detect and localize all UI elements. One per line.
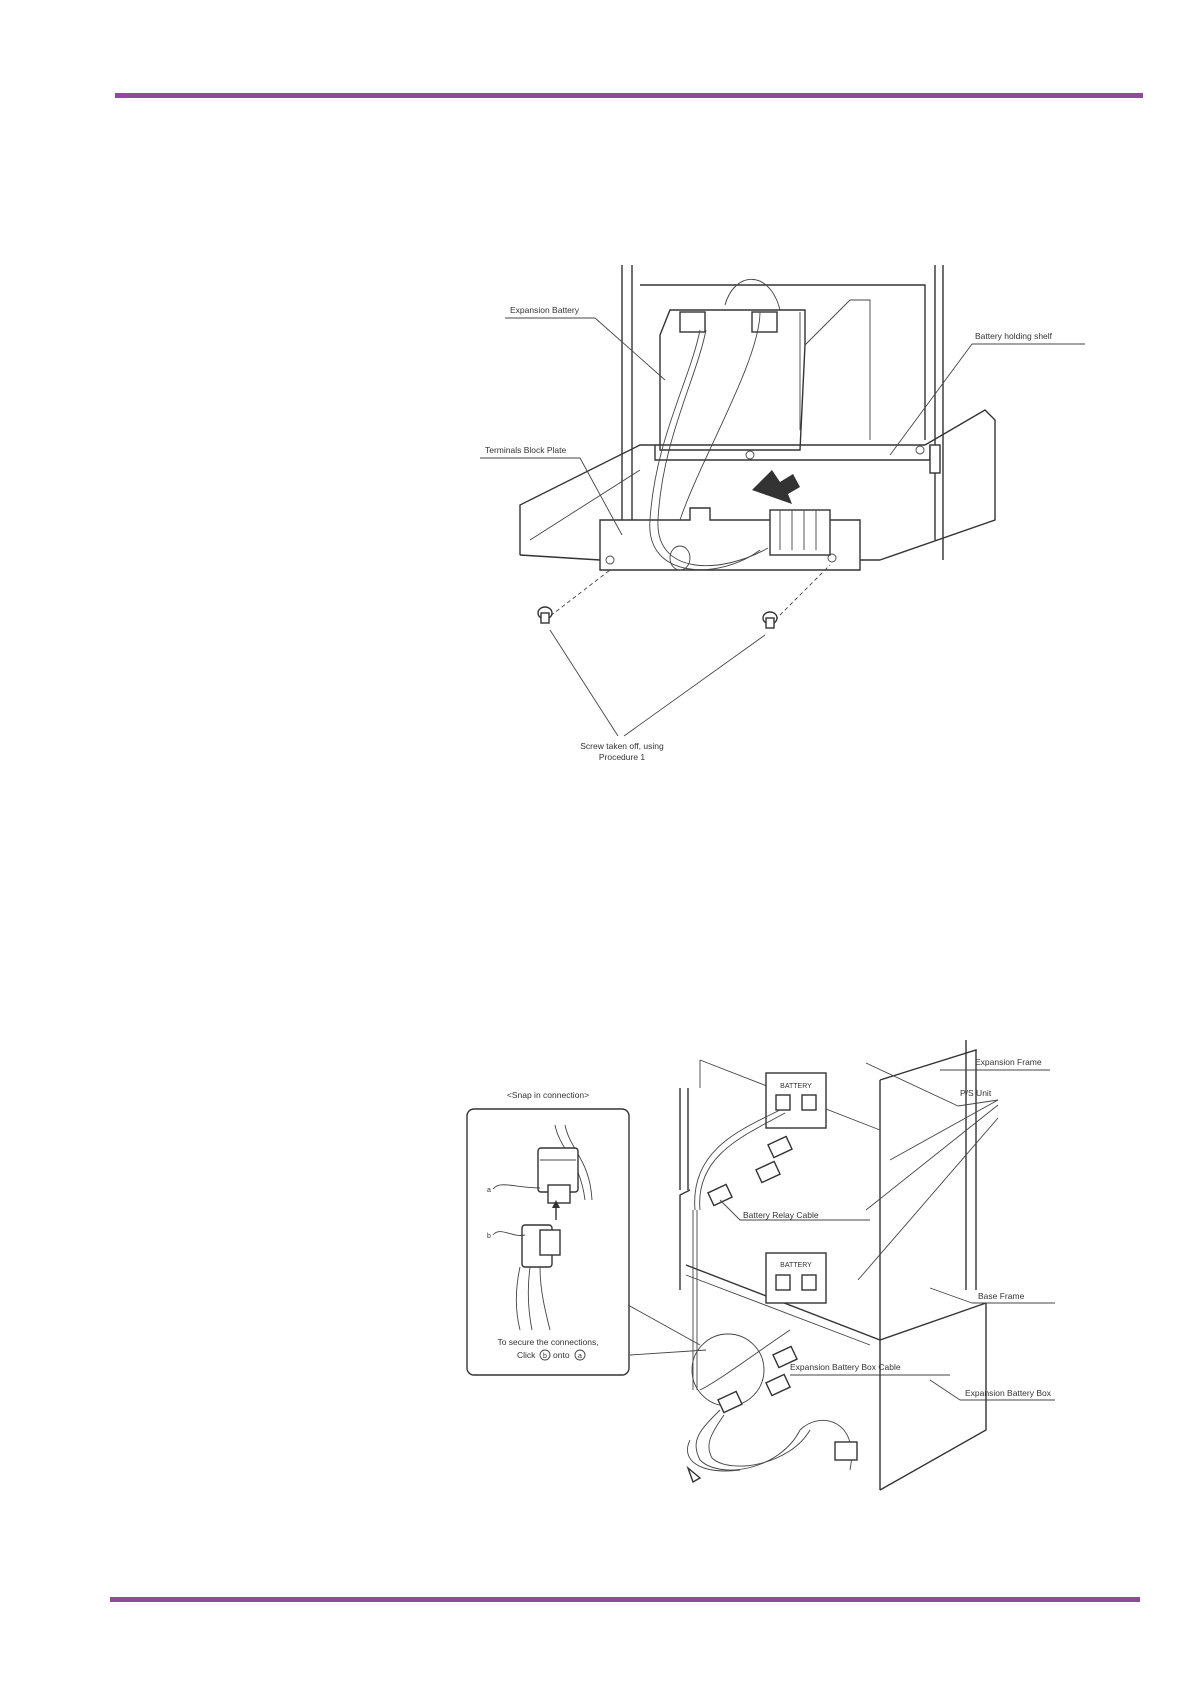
label-secure-b: b [543,1353,547,1360]
label-battery-panel-upper: BATTERY [780,1083,812,1090]
label-expansion-battery-box-cable: Expansion Battery Box Cable [790,1362,901,1372]
label-expansion-battery-box: Expansion Battery Box [965,1388,1052,1398]
label-secure-click: Click [517,1350,536,1360]
label-base-frame: Base Frame [978,1291,1025,1301]
figure2-leaders [628,1063,1055,1400]
label-ps-unit: P/S Unit [960,1088,992,1098]
label-part-a: a [487,1187,491,1194]
cable-end-arrow-icon [688,1468,700,1482]
label-secure-onto: onto [553,1350,570,1360]
label-secure-a: a [578,1353,582,1360]
label-part-b: b [487,1233,491,1240]
battery-relay-cable [693,1110,792,1390]
label-expansion-frame: Expansion Frame [975,1057,1042,1067]
label-snap-in-connection: <Snap in connection> [507,1090,589,1100]
battery-box-cable [687,1334,857,1482]
label-secure-line1: To secure the connections, [497,1337,598,1347]
label-battery-panel-lower: BATTERY [780,1262,812,1269]
label-battery-relay-cable: Battery Relay Cable [743,1210,819,1220]
snap-in-connection-inset: <Snap in connection> a b To secure the c… [467,1090,629,1375]
